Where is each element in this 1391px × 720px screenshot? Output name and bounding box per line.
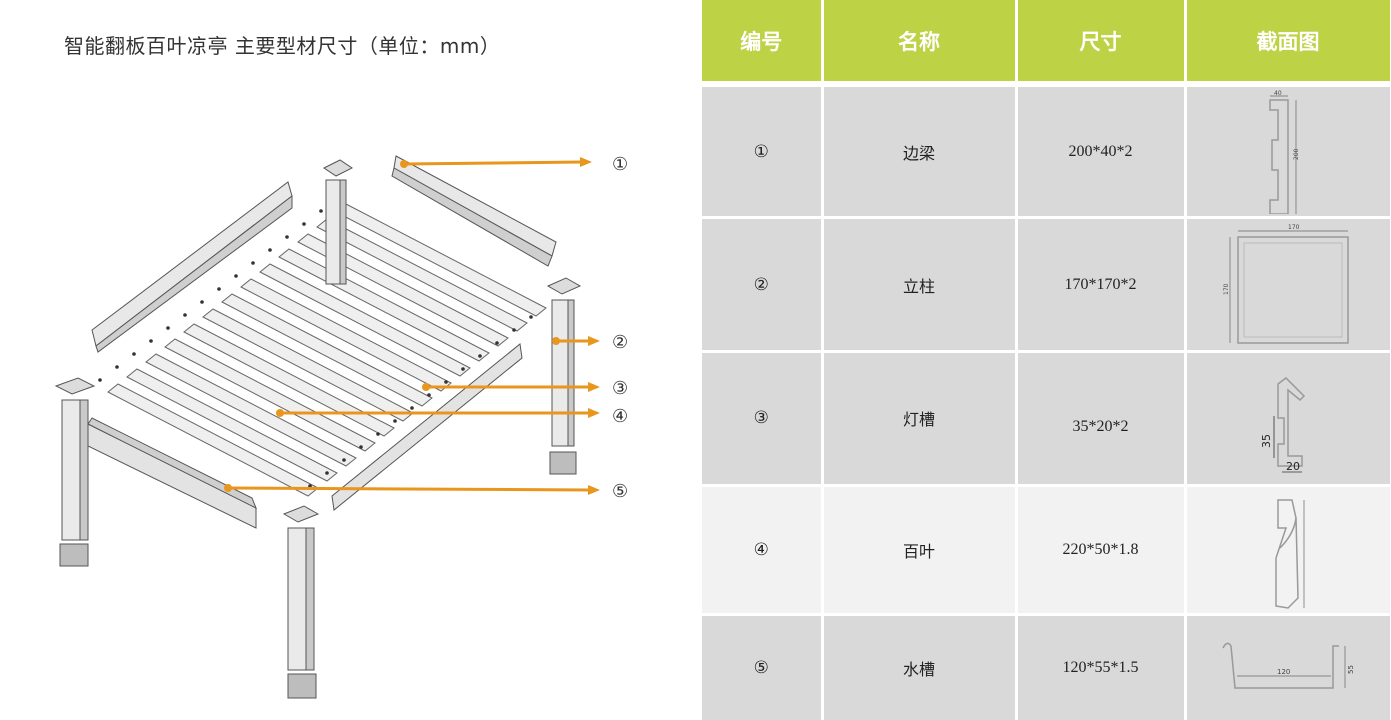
row-section: 120 55	[1185, 613, 1391, 720]
row-size: 120*55*1.5	[1016, 613, 1187, 720]
water-gutter	[87, 423, 257, 529]
connector-dot	[183, 313, 187, 317]
connector-dot	[115, 365, 119, 369]
louver-blade	[240, 278, 452, 392]
row-section: 35 20	[1185, 349, 1391, 486]
connector-dot	[410, 406, 414, 410]
connector-dot	[478, 354, 482, 358]
side-beam-right	[393, 155, 557, 257]
table-header-row: 编号 名称 尺寸 截面图	[702, 0, 1391, 84]
exploded-pergola-diagram	[54, 155, 600, 699]
dim-label: 20	[1286, 460, 1300, 473]
profile-spec-table: 编号 名称 尺寸 截面图 ① 边梁 200*40*2 40 200 ② 立柱	[702, 0, 1391, 720]
dim-label: 170	[1223, 283, 1230, 295]
table-row: ⑤ 水槽 120*55*1.5 120 55	[702, 613, 1391, 720]
connector-dot	[234, 274, 238, 278]
row-no: ③	[702, 349, 824, 486]
connector-dot	[359, 445, 363, 449]
gutter-section-drawing: 120 55	[1222, 642, 1355, 689]
row-name: 灯槽	[822, 349, 1018, 486]
connector-dot	[444, 380, 448, 384]
page-title: 智能翻板百叶凉亭 主要型材尺寸（单位：mm）	[64, 34, 501, 58]
connector-dot	[393, 419, 397, 423]
callout-3: ③	[612, 378, 629, 399]
connector-dot	[319, 209, 323, 213]
louver-blade	[221, 293, 433, 407]
callout-1: ①	[612, 154, 629, 175]
dim-label: 55	[1347, 665, 1355, 674]
row-size: 220*50*1.8	[1016, 483, 1187, 615]
row-size: 35*20*2	[1016, 349, 1187, 486]
connector-dot	[512, 328, 516, 332]
louver-blade	[164, 338, 376, 452]
connector-dot	[376, 432, 380, 436]
connector-dot	[251, 261, 255, 265]
post-front-right	[282, 505, 320, 699]
connector-dot	[495, 341, 499, 345]
row-section	[1185, 483, 1391, 615]
connector-dot	[268, 248, 272, 252]
louver-blade	[316, 218, 528, 332]
connector-dot	[529, 315, 533, 319]
connector-dot	[308, 484, 312, 488]
connector-dot	[132, 352, 136, 356]
post-back-middle	[323, 159, 353, 285]
dim-label: 200	[1293, 148, 1300, 160]
connector-dot	[200, 300, 204, 304]
post-back-right	[546, 277, 582, 475]
louver-blade	[145, 353, 357, 467]
light-channel-section-drawing: 35 20	[1260, 377, 1306, 473]
dim-label: 40	[1274, 90, 1282, 97]
dim-label: 35	[1260, 434, 1273, 448]
row-no: ①	[702, 81, 824, 218]
connector-dot	[149, 339, 153, 343]
louver-blade	[126, 368, 338, 482]
table-row: ② 立柱 170*170*2 170 170	[702, 216, 1391, 352]
post-section-drawing: 170 170	[1223, 224, 1349, 344]
callout-2: ②	[612, 332, 629, 353]
connector-dot	[166, 326, 170, 330]
louver-group	[107, 203, 547, 497]
row-name: 边梁	[822, 81, 1018, 218]
row-section: 170 170	[1185, 216, 1391, 352]
connector-dot	[342, 458, 346, 462]
row-no: ②	[702, 216, 824, 352]
louver-blade	[259, 263, 471, 377]
louver-section-drawing	[1275, 499, 1305, 609]
row-no: ④	[702, 483, 824, 615]
connector-dot	[217, 287, 221, 291]
post-front-left	[54, 377, 96, 567]
table-row: ④ 百叶 220*50*1.8	[702, 483, 1391, 615]
row-size: 170*170*2	[1016, 216, 1187, 352]
dim-label: 170	[1288, 224, 1300, 231]
side-beam-section-drawing: 40 200	[1269, 90, 1300, 214]
connector-dot	[302, 222, 306, 226]
callout-4: ④	[612, 406, 629, 427]
dim-label: 120	[1277, 668, 1290, 676]
header-section: 截面图	[1185, 0, 1391, 84]
header-name: 名称	[822, 0, 1018, 84]
row-name: 百叶	[822, 483, 1018, 615]
connector-dot	[427, 393, 431, 397]
louver-blade	[183, 323, 395, 437]
connector-dot	[461, 367, 465, 371]
header-size: 尺寸	[1016, 0, 1187, 84]
connector-dot	[98, 378, 102, 382]
connector-dot	[325, 471, 329, 475]
louver-blade	[297, 233, 509, 347]
row-no: ⑤	[702, 613, 824, 720]
callout-5: ⑤	[612, 481, 629, 502]
row-section: 40 200	[1185, 81, 1391, 218]
row-name: 立柱	[822, 216, 1018, 352]
connector-dot	[285, 235, 289, 239]
row-size: 200*40*2	[1016, 81, 1187, 218]
header-no: 编号	[702, 0, 824, 84]
table-row: ① 边梁 200*40*2 40 200	[702, 81, 1391, 218]
row-name: 水槽	[822, 613, 1018, 720]
table-row: ③ 灯槽 35*20*2 35 20	[702, 349, 1391, 486]
